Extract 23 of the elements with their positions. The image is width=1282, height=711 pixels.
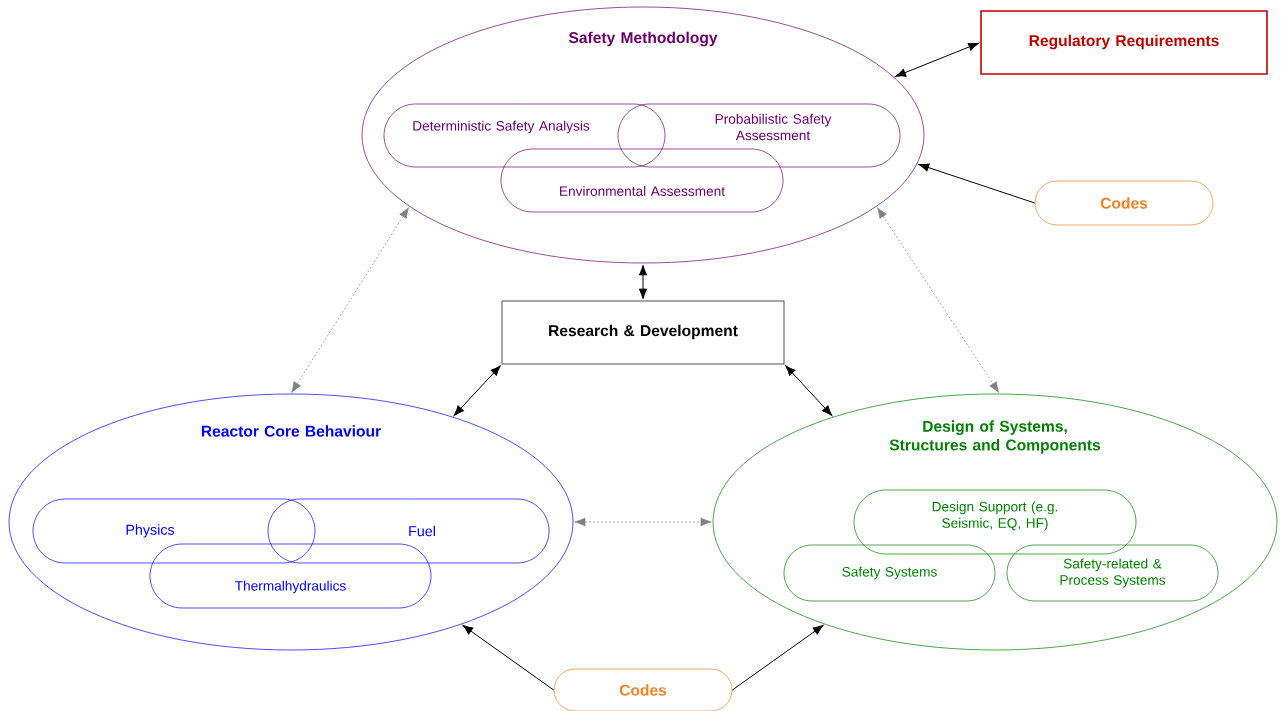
- rounded-box: Design Support (e.g. Seismic, EQ, HF): [853, 489, 1137, 555]
- arrow: [731, 625, 824, 691]
- process-box: Research & Development: [501, 300, 785, 365]
- arrow: [785, 365, 833, 416]
- rounded-box: Safety Systems: [783, 544, 996, 602]
- rounded-box: Codes: [1034, 180, 1214, 226]
- rounded-box: Codes: [553, 668, 733, 711]
- rounded-box: Thermalhydraulics: [149, 543, 432, 609]
- requirement-box: Regulatory Requirements: [980, 10, 1268, 75]
- rounded-box: Probabilistic Safety Assessment: [617, 103, 901, 168]
- rounded-box: Fuel: [267, 498, 550, 564]
- arrow: [291, 207, 409, 393]
- arrow: [638, 264, 648, 300]
- rounded-box: Physics: [32, 498, 316, 564]
- arrow: [574, 517, 712, 527]
- rounded-box: Environmental Assessment: [500, 148, 784, 213]
- rounded-box: Safety-related & Process Systems: [1006, 544, 1219, 602]
- arrow: [877, 207, 1000, 393]
- arrow: [918, 163, 1036, 204]
- arrow: [453, 365, 501, 416]
- arrow: [895, 42, 979, 77]
- arrow: [462, 625, 555, 691]
- rounded-box: Deterministic Safety Analysis: [383, 103, 666, 168]
